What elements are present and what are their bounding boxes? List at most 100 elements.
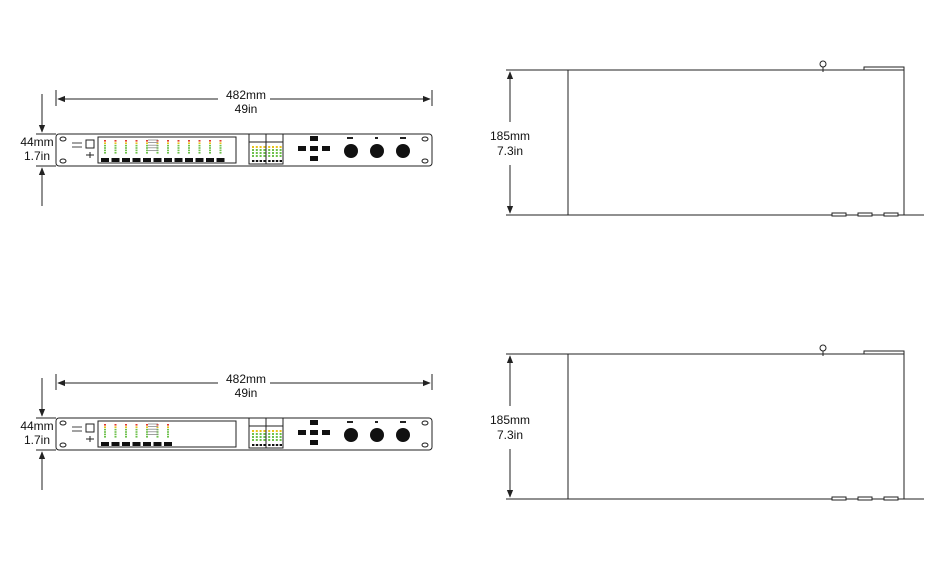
meter-led (114, 424, 117, 426)
meter-column (177, 140, 180, 154)
display-led (252, 439, 254, 441)
display-led (255, 152, 258, 154)
side-view-2: 185mm 7.3in (490, 344, 924, 501)
meter-led (114, 152, 117, 154)
display-led (252, 149, 254, 151)
meter-led (177, 152, 180, 154)
meter-led (125, 433, 127, 436)
channel-button (164, 158, 172, 162)
meter-led (125, 424, 127, 426)
meter-led (156, 140, 159, 142)
meter-led (135, 149, 138, 152)
channel-button (101, 442, 109, 446)
meter-led (114, 142, 117, 144)
meter-led (146, 426, 148, 428)
level-meters (101, 139, 225, 162)
meter-led (209, 152, 211, 154)
meter-led (209, 149, 211, 152)
display-led (279, 430, 282, 432)
meter-led (104, 142, 106, 144)
display-led (275, 155, 278, 157)
meter-led (198, 149, 201, 152)
channel-button (143, 158, 151, 162)
level-meters (101, 423, 172, 446)
display-led (255, 430, 258, 432)
height-mm-label: 44mm (20, 419, 53, 433)
channel-button (122, 442, 130, 446)
meter-column (188, 140, 190, 154)
display-led (259, 439, 262, 441)
meter-led (104, 433, 106, 436)
meter-led (219, 149, 222, 152)
meter-led (125, 152, 127, 154)
meter-column (209, 140, 211, 154)
display-led (272, 430, 274, 432)
channel-button (185, 158, 193, 162)
display-led (263, 149, 266, 151)
meter-led (167, 431, 169, 433)
meter-led (104, 428, 106, 431)
meter-led (177, 149, 180, 152)
display-led (252, 146, 254, 148)
meter-led (167, 142, 169, 144)
meter-led (198, 144, 201, 147)
meter-led (135, 140, 138, 142)
meter-led (167, 436, 169, 438)
channel-button (206, 158, 214, 162)
meter-column (167, 424, 169, 438)
display-led (252, 433, 254, 435)
meter-led (188, 142, 190, 144)
front-view-2: 482mm 49in 44mm 1.7in (20, 371, 433, 490)
meter-led (146, 152, 148, 154)
meter-led (198, 147, 201, 149)
meter-led (135, 152, 138, 154)
display-led (268, 152, 271, 154)
rear-connector (831, 212, 847, 217)
meter-led (177, 144, 180, 147)
meter-led (125, 149, 127, 152)
meter-led (177, 147, 180, 149)
meter-led (209, 140, 211, 142)
usb-port (85, 139, 95, 149)
side-view-1: 185mm 7.3in (490, 60, 924, 217)
display-led (255, 436, 258, 438)
meter-led (146, 140, 148, 142)
meter-column (125, 140, 127, 154)
display-led (259, 146, 262, 148)
display-led (272, 433, 274, 435)
meter-led (104, 431, 106, 433)
meter-led (125, 436, 127, 438)
meter-column (114, 424, 117, 438)
meter-led (146, 144, 148, 147)
meter-led (188, 140, 190, 142)
meter-led (167, 433, 169, 436)
width-mm-label: 482mm (226, 372, 266, 386)
meter-led (104, 152, 106, 154)
display-led (252, 430, 254, 432)
usb-port (85, 423, 95, 433)
rear-connector (883, 212, 899, 217)
meter-led (135, 147, 138, 149)
display-led (252, 152, 254, 154)
display-led (275, 439, 278, 441)
meter-column (146, 140, 148, 154)
meter-led (198, 140, 201, 142)
depth-in-label: 7.3in (497, 428, 523, 442)
meter-led (177, 142, 180, 144)
display-led (279, 439, 282, 441)
display-led (263, 155, 266, 157)
depth-mm-label: 185mm (490, 413, 530, 427)
meter-led (209, 144, 211, 147)
display-led (272, 439, 274, 441)
display-led (279, 155, 282, 157)
meter-column (167, 140, 169, 154)
meter-led (167, 147, 169, 149)
display-led (259, 155, 262, 157)
display-led (263, 430, 266, 432)
display-led (279, 152, 282, 154)
display-led (263, 436, 266, 438)
depth-in-label: 7.3in (497, 144, 523, 158)
display-led (259, 152, 262, 154)
knob-icon (344, 137, 410, 158)
display-led (259, 436, 262, 438)
